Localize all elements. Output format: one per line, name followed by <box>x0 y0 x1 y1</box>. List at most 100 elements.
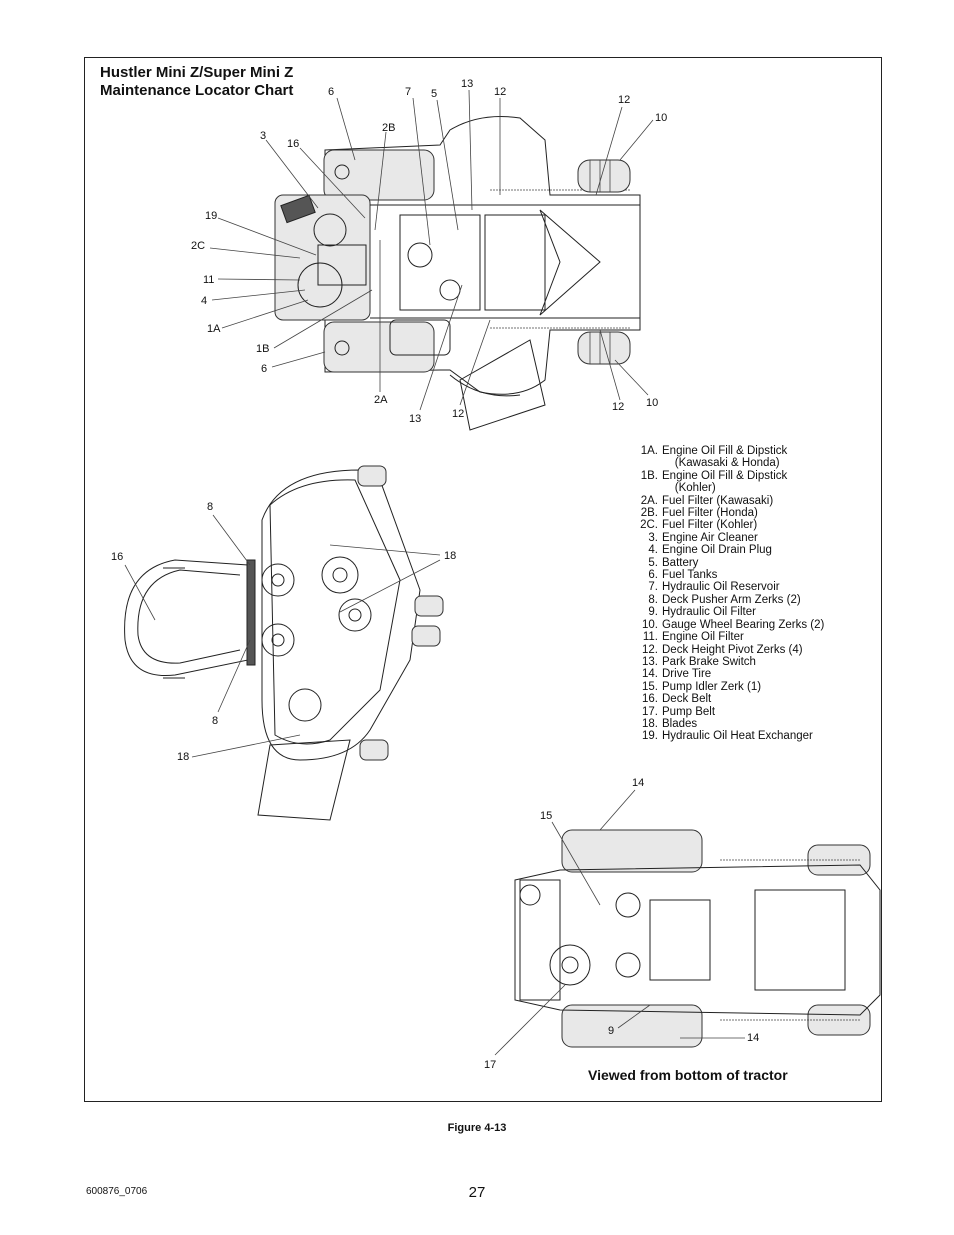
legend-item-text: Pump Idler Zerk (1) <box>662 680 762 693</box>
legend-item-number: 2C. <box>640 519 658 532</box>
callout-12-bottom-a: 12 <box>452 408 465 420</box>
legend-item-number: 8. <box>648 593 658 606</box>
legend-item-number: 16. <box>642 693 658 706</box>
callout-12-top-a: 12 <box>494 86 507 98</box>
callout-10-bottom: 10 <box>646 397 659 409</box>
legend-item-text: Engine Oil Fill & Dipstick (Kawasaki & H… <box>662 445 788 470</box>
chart-frame <box>84 57 882 1102</box>
callout-6-top: 6 <box>328 86 335 98</box>
legend-item-number: 12. <box>642 643 658 656</box>
legend-item: 5. Battery <box>636 557 824 569</box>
legend-item: 11. Engine Oil Filter <box>636 631 824 643</box>
legend-item-number: 1A. <box>640 445 658 457</box>
legend-item-number: 14. <box>642 668 658 681</box>
legend-item-number: 2B. <box>640 507 658 520</box>
legend-item: 8. Deck Pusher Arm Zerks (2) <box>636 594 824 606</box>
legend-item-number: 19. <box>642 730 658 743</box>
callout-19: 19 <box>205 210 218 222</box>
legend-item-text: Fuel Tanks <box>662 569 718 582</box>
legend-item-text: Fuel Filter (Kohler) <box>662 519 758 532</box>
legend-item-number: 18. <box>642 717 658 730</box>
legend-item-text: Fuel Filter (Honda) <box>662 507 758 520</box>
maintenance-legend: 1A. Engine Oil Fill & Dipstick (Kawasaki … <box>636 445 824 743</box>
callout-6-bottom: 6 <box>261 363 268 375</box>
callout-14-top: 14 <box>632 777 645 789</box>
callout-1b: 1B <box>256 343 270 355</box>
callout-18-right: 18 <box>444 550 457 562</box>
deck-view-drawing <box>124 465 444 821</box>
callout-18-bottom: 18 <box>177 751 190 763</box>
legend-item: 17. Pump Belt <box>636 706 824 718</box>
legend-item: 19. Hydraulic Oil Heat Exchanger <box>636 730 824 742</box>
legend-item-number: 6. <box>648 569 658 582</box>
legend-item: 1A. Engine Oil Fill & Dipstick (Kawasaki … <box>636 445 824 470</box>
legend-item-number: 5. <box>648 556 658 569</box>
legend-item: 14. Drive Tire <box>636 668 824 680</box>
legend-item-text: Engine Air Cleaner <box>662 531 758 544</box>
legend-item-text: Hydraulic Oil Reservoir <box>662 581 780 594</box>
legend-item-text: Gauge Wheel Bearing Zerks (2) <box>662 618 825 631</box>
chart-title-line2: Maintenance Locator Chart <box>100 82 294 99</box>
legend-item: 1B.Engine Oil Fill & Dipstick (Kohler) <box>636 470 824 495</box>
legend-item-text: Blades <box>662 717 698 730</box>
legend-item-text: Fuel Filter (Kawasaki) <box>662 494 774 507</box>
legend-item: 13. Park Brake Switch <box>636 656 824 668</box>
callout-10-top: 10 <box>655 112 668 124</box>
callout-14-bottom: 14 <box>747 1032 760 1044</box>
callout-8-top: 8 <box>207 501 214 513</box>
legend-item-text: Hydraulic Oil Heat Exchanger <box>662 730 813 743</box>
legend-item-text: Engine Oil Filter <box>662 631 744 644</box>
callout-9: 9 <box>608 1025 615 1037</box>
legend-item: 15. Pump Idler Zerk (1) <box>636 681 824 693</box>
legend-item-number: 7. <box>648 581 658 594</box>
callout-1a: 1A <box>207 323 221 335</box>
callout-15: 15 <box>540 810 553 822</box>
document-number: 600876_0706 <box>86 1186 148 1197</box>
figure-caption: Figure 4-13 <box>447 1122 507 1134</box>
viewed-caption: Viewed from bottom of tractor <box>588 1067 788 1083</box>
callout-16-deck: 16 <box>111 551 124 563</box>
legend-item-text: Deck Belt <box>662 693 712 706</box>
callout-13-top: 13 <box>461 78 474 90</box>
legend-item: 9.Hydraulic Oil Filter <box>636 606 824 618</box>
legend-item: 7. Hydraulic Oil Reservoir <box>636 581 824 593</box>
top-view-drawing <box>209 89 654 431</box>
callout-8-bottom: 8 <box>212 715 219 727</box>
legend-item: 18. Blades <box>636 718 824 730</box>
legend-item-number: 2A. <box>640 494 658 507</box>
legend-item-text: Battery <box>662 556 699 569</box>
legend-item-number: 17. <box>642 705 658 718</box>
legend-item: 16. Deck Belt <box>636 693 824 705</box>
callout-16-top: 16 <box>287 138 300 150</box>
callout-4: 4 <box>201 295 208 307</box>
callout-5: 5 <box>431 88 438 100</box>
legend-item-text: Park Brake Switch <box>662 655 756 668</box>
legend-item: 2A. Fuel Filter (Kawasaki) <box>636 495 824 507</box>
legend-item-text: Deck Pusher Arm Zerks (2) <box>662 593 801 606</box>
legend-item: 2C. Fuel Filter (Kohler) <box>636 519 824 531</box>
legend-item-number: 1B. <box>640 469 658 482</box>
callout-2a: 2A <box>374 394 388 406</box>
bottom-view-drawing <box>494 789 881 1056</box>
chart-title-line1: Hustler Mini Z/Super Mini Z <box>100 64 294 81</box>
callout-17: 17 <box>484 1059 497 1071</box>
legend-item-text: Hydraulic Oil Filter <box>662 606 756 619</box>
legend-item-number: 13. <box>642 655 658 668</box>
page-number: 27 <box>468 1184 486 1201</box>
legend-item-number: 4. <box>648 544 658 557</box>
callout-13-bottom: 13 <box>409 413 422 425</box>
callout-11: 11 <box>203 274 215 286</box>
legend-item: 3. Engine Air Cleaner <box>636 532 824 544</box>
legend-item-text: Deck Height Pivot Zerks (4) <box>662 643 803 656</box>
legend-item-number: 15. <box>642 680 658 693</box>
legend-item-number: 3. <box>648 531 658 544</box>
callout-12-bottom-b: 12 <box>612 401 625 413</box>
callout-2b: 2B <box>382 122 396 134</box>
legend-item-number: 11. <box>642 631 658 644</box>
callout-12-top-b: 12 <box>618 94 631 106</box>
legend-item-text: Pump Belt <box>662 705 716 718</box>
legend-item-text: Drive Tire <box>662 668 712 681</box>
callout-3: 3 <box>260 130 267 142</box>
legend-item: 2B. Fuel Filter (Honda) <box>636 507 824 519</box>
